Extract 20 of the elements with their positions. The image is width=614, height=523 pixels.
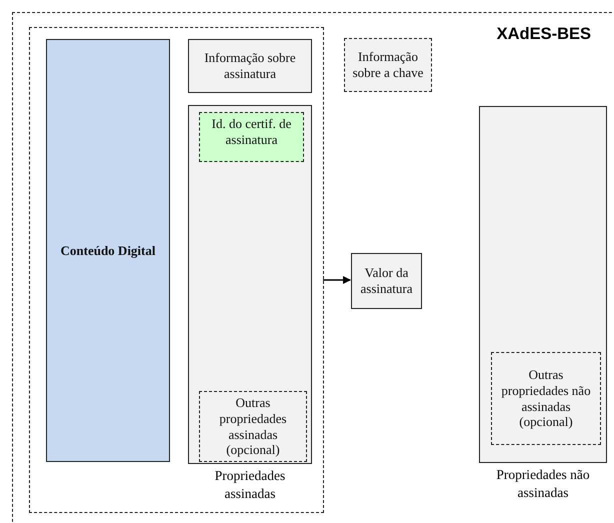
signature-value-box: [351, 253, 422, 309]
dashed-group-frame: [29, 27, 324, 513]
arrow: [323, 276, 351, 284]
box-label: Informação sobre a chave: [352, 49, 424, 81]
box-label: Valor da assinatura: [360, 265, 414, 297]
box-label: Outras propriedades assinadas (opcional): [218, 394, 288, 458]
certificate-id-box: [199, 112, 304, 162]
content-box: [46, 39, 170, 462]
group-caption: Propriedades assinadas: [214, 467, 286, 504]
box-label: Informação sobre assinatura: [203, 50, 297, 82]
box-label: Id. do certif. de assinatura: [210, 116, 292, 148]
node-heading: XAdES-BES: [496, 25, 591, 44]
box-label: Conteúdo Digital: [60, 242, 156, 258]
group-caption: Propriedades não assinadas: [495, 466, 591, 502]
optional-unsigned-box: [491, 352, 601, 445]
outer-dashed-frame: [12, 12, 614, 523]
optional-properties-box: [199, 391, 307, 462]
box-label: Outras propriedades não assinadas (opcional): [500, 366, 592, 430]
key-info-box: [344, 38, 432, 92]
info-box: [188, 39, 312, 93]
